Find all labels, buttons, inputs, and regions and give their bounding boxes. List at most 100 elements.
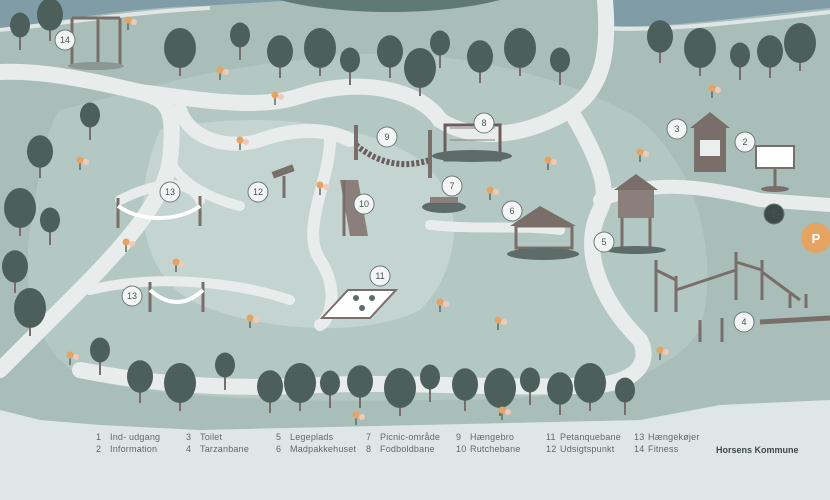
flower [124,16,137,30]
legend-label: Fitness [648,444,679,454]
playhouse [606,174,666,254]
flower [122,238,135,252]
map-marker-14[interactable]: 14 [54,29,76,51]
marker-number: 3 [674,124,679,134]
marker-number: 13 [127,291,137,301]
legend-label: Ind- udgang [110,432,161,442]
tree [340,47,360,85]
tree [615,377,635,415]
legend-number: 14 [634,444,645,454]
flowers [66,16,721,425]
legend-number: 9 [456,432,462,442]
legend-number: 7 [366,432,372,442]
map-marker-11[interactable]: 11 [369,265,391,287]
tree [467,40,493,83]
marker-number: 4 [741,317,746,327]
hammocks [116,196,205,312]
trees [2,0,816,416]
tree [164,363,196,411]
legend-label: Toilet [200,432,223,442]
legend-item-6: 6 Madpakkehuset [276,444,356,454]
legend-label: Madpakkehuset [290,444,357,454]
marker-number: 13 [165,187,175,197]
legend-number: 11 [546,432,556,442]
legend-label: Hængekøjer [648,432,700,442]
petanque-court [319,289,399,319]
tarzan-course [654,252,830,342]
map-marker-2[interactable]: 2 [734,131,756,153]
legend-number: 4 [186,444,192,454]
tree [504,28,536,76]
map-marker-13[interactable]: 13 [121,285,143,307]
tree [284,363,316,411]
tree [4,188,36,236]
map-marker-4[interactable]: 4 [733,311,755,333]
viewpoint-telescope [271,164,295,198]
map-marker-6[interactable]: 6 [501,200,523,222]
legend-label: Rutchebane [470,444,521,454]
tree [574,363,606,411]
tree [37,0,63,41]
flower [708,84,721,98]
marker-number: 8 [481,118,486,128]
flower [216,66,229,80]
tree [684,28,716,76]
tree [547,372,573,415]
legend-number: 2 [96,444,102,454]
parking-label: P [812,231,821,246]
marker-number: 10 [359,199,369,209]
map-marker-8[interactable]: 8 [473,112,495,134]
tree [40,207,60,245]
tree [14,288,46,336]
legend-label: Hængebro [470,432,515,442]
map-marker-10[interactable]: 10 [353,193,375,215]
tree [784,23,816,71]
marker-number: 6 [509,206,514,216]
tree [304,28,336,76]
legend-number: 8 [366,444,372,454]
map-marker-1[interactable]: 1 [763,203,785,225]
legend-number: 13 [634,432,645,442]
tree [320,370,340,408]
marker-number: 12 [253,187,263,197]
flower [246,314,259,328]
information-sign [755,145,795,192]
marker-number: 1 [771,209,776,219]
map-marker-9[interactable]: 9 [376,126,398,148]
map-marker-5[interactable]: 5 [593,231,615,253]
tree [430,30,450,68]
map-marker-7[interactable]: 7 [441,175,463,197]
tree [127,360,153,403]
parking-sign[interactable]: P [801,223,830,253]
tree [2,250,28,293]
map-marker-12[interactable]: 12 [247,181,269,203]
legend-item-9: 9 Hængebro [456,432,514,442]
tree [257,370,283,413]
picnic-pavilion [507,206,579,260]
flower [66,351,79,365]
legend-number: 10 [456,444,467,454]
map-marker-13[interactable]: 13 [159,181,181,203]
flower [316,181,329,195]
map-marker-3[interactable]: 3 [666,118,688,140]
flower [656,346,669,360]
tree [215,352,235,390]
tree [384,368,416,416]
legend-number: 3 [186,432,192,442]
tree [404,48,436,96]
legend-number: 1 [96,432,102,442]
legend-number: 6 [276,444,282,454]
flower [498,406,511,420]
tree [520,367,540,405]
tree [90,337,110,375]
marker-number: 11 [375,271,384,281]
flower [172,258,185,272]
marker-number: 14 [60,35,70,45]
